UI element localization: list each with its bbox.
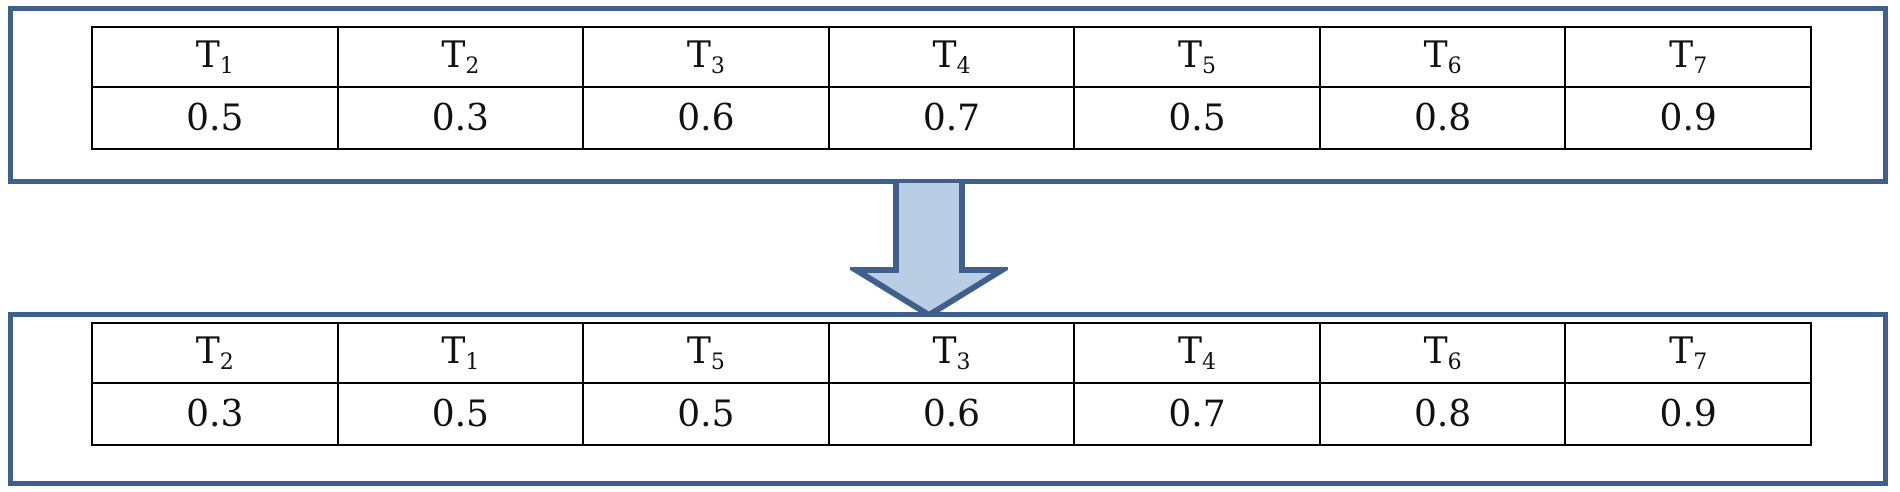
before-task-label: T1: [91, 26, 339, 88]
task-letter: T: [686, 331, 711, 372]
task-index: 1: [219, 54, 234, 79]
task-index: 6: [1447, 54, 1462, 79]
task-index: 4: [1202, 350, 1217, 375]
before-task-label: T5: [1073, 26, 1321, 88]
task-letter: T: [195, 331, 220, 372]
after-task-value: 0.6: [827, 382, 1076, 446]
after-task-value: 0.5: [582, 382, 830, 446]
before-task-value: 0.3: [336, 86, 585, 150]
after-label-row: T2 T1 T5 T3 T4 T6 T7: [91, 322, 1812, 384]
task-letter: T: [441, 35, 466, 76]
after-task-label: T7: [1564, 322, 1812, 384]
task-letter: T: [1423, 331, 1448, 372]
before-task-value: 0.5: [91, 86, 339, 150]
after-task-label: T4: [1073, 322, 1321, 384]
task-index: 5: [710, 350, 725, 375]
after-task-label: T5: [582, 322, 830, 384]
task-index: 1: [465, 350, 480, 375]
after-task-value: 0.8: [1318, 382, 1567, 446]
task-letter: T: [195, 35, 220, 76]
task-letter: T: [1178, 35, 1203, 76]
after-table: T2 T1 T5 T3 T4 T6 T7 0.3 0.5 0.5 0.6 0.7…: [91, 322, 1812, 446]
before-label-row: T1 T2 T3 T4 T5 T6 T7: [91, 26, 1812, 88]
task-letter: T: [1669, 331, 1694, 372]
task-index: 2: [465, 54, 480, 79]
before-value-row: 0.5 0.3 0.6 0.7 0.5 0.8 0.9: [91, 86, 1812, 150]
before-task-label: T3: [582, 26, 830, 88]
task-index: 7: [1693, 54, 1708, 79]
before-panel: T1 T2 T3 T4 T5 T6 T7 0.5 0.3 0.6 0.7 0.5…: [8, 6, 1888, 184]
before-table: T1 T2 T3 T4 T5 T6 T7 0.5 0.3 0.6 0.7 0.5…: [91, 26, 1812, 150]
after-task-value: 0.3: [91, 382, 339, 446]
before-task-label: T6: [1318, 26, 1567, 88]
after-value-row: 0.3 0.5 0.5 0.6 0.7 0.8 0.9: [91, 382, 1812, 446]
task-letter: T: [441, 331, 466, 372]
after-task-value: 0.9: [1564, 382, 1812, 446]
after-task-label: T6: [1318, 322, 1567, 384]
after-task-value: 0.7: [1073, 382, 1321, 446]
after-task-value: 0.5: [336, 382, 585, 446]
before-task-value: 0.8: [1318, 86, 1567, 150]
down-arrow-icon: [850, 180, 1008, 318]
before-task-value: 0.9: [1564, 86, 1812, 150]
task-index: 3: [710, 54, 725, 79]
task-index: 2: [219, 350, 234, 375]
after-panel: T2 T1 T5 T3 T4 T6 T7 0.3 0.5 0.5 0.6 0.7…: [8, 312, 1888, 486]
task-index: 4: [956, 54, 971, 79]
before-task-label: T7: [1564, 26, 1812, 88]
before-task-value: 0.7: [827, 86, 1076, 150]
before-task-label: T4: [827, 26, 1076, 88]
task-index: 6: [1447, 350, 1462, 375]
after-task-label: T1: [336, 322, 585, 384]
before-task-value: 0.6: [582, 86, 830, 150]
task-index: 7: [1693, 350, 1708, 375]
task-letter: T: [1669, 35, 1694, 76]
task-index: 3: [956, 350, 971, 375]
task-letter: T: [1178, 331, 1203, 372]
task-letter: T: [1423, 35, 1448, 76]
after-task-label: T2: [91, 322, 339, 384]
task-letter: T: [932, 331, 957, 372]
before-task-value: 0.5: [1073, 86, 1321, 150]
task-index: 5: [1202, 54, 1217, 79]
task-letter: T: [932, 35, 957, 76]
task-letter: T: [686, 35, 711, 76]
before-task-label: T2: [336, 26, 585, 88]
after-task-label: T3: [827, 322, 1076, 384]
